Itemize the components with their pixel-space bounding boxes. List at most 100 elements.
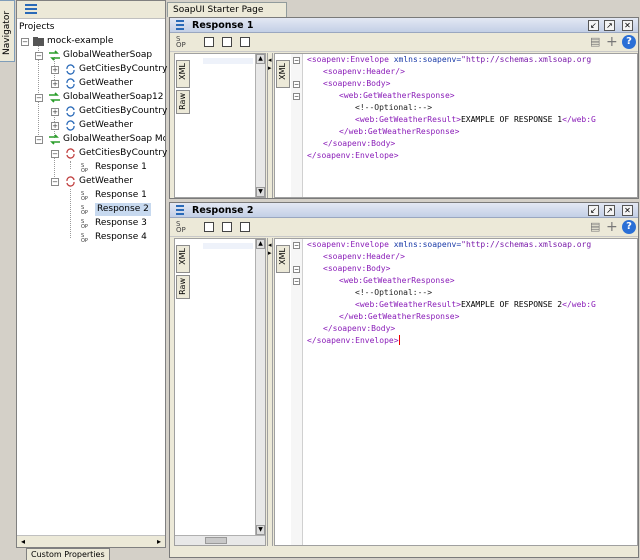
- format-icon[interactable]: [204, 37, 214, 47]
- format-icon[interactable]: [204, 222, 214, 232]
- response-icon: SOP: [81, 219, 88, 229]
- fold-gutter: − − −: [291, 54, 303, 197]
- pane-divider[interactable]: ◂ ▸: [267, 238, 273, 546]
- response-1-xml-editor[interactable]: XML − − − <soapenv:Envelope xmlns:soapen…: [274, 53, 638, 198]
- fold-icon[interactable]: −: [293, 242, 300, 249]
- tree-item-interface[interactable]: − GlobalWeatherSoap: [19, 49, 159, 62]
- tab-xml[interactable]: XML: [276, 60, 290, 88]
- cycle-icon: [66, 78, 75, 89]
- tab-raw[interactable]: Raw: [176, 275, 190, 299]
- response-1-titlebar[interactable]: Response 1 ↙ ↗ ✕: [170, 18, 638, 33]
- fold-icon[interactable]: −: [293, 81, 300, 88]
- svg-text:OP: OP: [81, 196, 88, 201]
- collapse-icon[interactable]: −: [35, 94, 43, 102]
- collapse-icon[interactable]: −: [35, 136, 43, 144]
- fold-icon[interactable]: −: [293, 57, 300, 64]
- side-pane-scrollbar[interactable]: ▲ ▼: [255, 54, 265, 197]
- scroll-thumb[interactable]: [205, 537, 227, 544]
- expand-icon[interactable]: +: [51, 80, 59, 88]
- fold-icon[interactable]: −: [293, 278, 300, 285]
- tree-item-operation[interactable]: + GetCitiesByCountry: [19, 63, 167, 76]
- tab-xml[interactable]: XML: [176, 60, 190, 88]
- divider-right-icon[interactable]: ▸: [268, 64, 272, 72]
- expand-icon[interactable]: +: [51, 66, 59, 74]
- collapse-icon[interactable]: −: [51, 150, 59, 158]
- tree-item-operation[interactable]: + GetCitiesByCountry: [19, 105, 167, 118]
- xml-line: <soapenv:Header/>: [323, 67, 405, 76]
- scroll-down-icon[interactable]: ▼: [256, 525, 265, 535]
- custom-properties-tab[interactable]: Custom Properties: [26, 548, 110, 560]
- info-icon[interactable]: [240, 37, 250, 47]
- xml-line: <soapenv:Body>: [323, 264, 391, 273]
- maximize-icon[interactable]: ↗: [604, 205, 615, 216]
- attachment-icon[interactable]: ▤: [590, 35, 601, 48]
- tree-item-interface[interactable]: − GlobalWeatherSoap12: [19, 91, 164, 104]
- expand-icon[interactable]: +: [51, 122, 59, 130]
- help-icon[interactable]: ?: [622, 35, 636, 49]
- tab-xml[interactable]: XML: [176, 245, 190, 273]
- scroll-down-icon[interactable]: ▼: [256, 187, 265, 197]
- divider-right-icon[interactable]: ▸: [268, 249, 272, 257]
- response-2-xml-editor[interactable]: XML − − − <soapenv:Envelope xmlns:soapen…: [274, 238, 638, 546]
- close-icon[interactable]: ✕: [622, 20, 633, 31]
- scroll-right-icon[interactable]: ▸: [156, 537, 161, 546]
- help-icon[interactable]: ?: [622, 220, 636, 234]
- xml-line: <soapenv:Envelope xmlns:soapenv="http://…: [307, 240, 592, 249]
- list-view-icon[interactable]: [25, 4, 37, 14]
- scroll-up-icon[interactable]: ▲: [256, 239, 265, 249]
- add-icon[interactable]: +: [606, 34, 618, 50]
- collapse-icon[interactable]: −: [51, 178, 59, 186]
- collapse-icon[interactable]: −: [21, 38, 29, 46]
- collapse-icon[interactable]: −: [35, 52, 43, 60]
- side-pane-horizontal-scrollbar[interactable]: [175, 535, 265, 545]
- minimize-icon[interactable]: ↙: [588, 205, 599, 216]
- split-view-icon[interactable]: [222, 37, 232, 47]
- tab-raw[interactable]: Raw: [176, 90, 190, 114]
- info-icon[interactable]: [240, 222, 250, 232]
- add-icon[interactable]: +: [606, 219, 618, 235]
- response-2-titlebar[interactable]: Response 2 ↙ ↗ ✕: [170, 203, 638, 218]
- xml-line: <soapenv:Header/>: [323, 252, 405, 261]
- side-pane-scrollbar[interactable]: ▲ ▼: [255, 239, 265, 535]
- divider-left-icon[interactable]: ◂: [268, 241, 272, 249]
- tree-horizontal-scrollbar[interactable]: ◂ ▸: [17, 535, 165, 547]
- xml-line: </soapenv:Body>: [323, 139, 396, 148]
- fold-icon[interactable]: −: [293, 266, 300, 273]
- tree-item-mock-service[interactable]: − GlobalWeatherSoap Mo: [19, 133, 165, 146]
- tab-xml[interactable]: XML: [276, 245, 290, 273]
- svg-text:S: S: [81, 163, 84, 169]
- maximize-icon[interactable]: ↗: [604, 20, 615, 31]
- svg-text:OP: OP: [81, 168, 88, 173]
- pane-divider[interactable]: ◂ ▸: [267, 53, 273, 198]
- tree-item-mock-example[interactable]: − mock-example: [19, 35, 159, 48]
- close-icon[interactable]: ✕: [622, 205, 633, 216]
- fold-icon[interactable]: −: [293, 93, 300, 100]
- scroll-left-icon[interactable]: ◂: [20, 537, 25, 546]
- expand-icon[interactable]: +: [51, 108, 59, 116]
- arrows-icon: [49, 50, 60, 61]
- attachment-icon[interactable]: ▤: [590, 220, 601, 233]
- response-2-side-pane: XML Raw ▲ ▼: [174, 238, 266, 546]
- tree-item-mock-operation[interactable]: − GetCitiesByCountry: [19, 147, 167, 160]
- divider-left-icon[interactable]: ◂: [268, 56, 272, 64]
- navigator-tab[interactable]: Navigator: [0, 0, 15, 62]
- tree-item-label: GetWeather: [79, 78, 133, 88]
- tree-item-mock-operation[interactable]: − GetWeather: [19, 175, 159, 188]
- tab-soapui-starter-page[interactable]: SoapUI Starter Page: [167, 2, 287, 17]
- tree-item-label: Response 4: [95, 232, 147, 242]
- scroll-up-icon[interactable]: ▲: [256, 54, 265, 64]
- split-view-icon[interactable]: [222, 222, 232, 232]
- minimize-icon[interactable]: ↙: [588, 20, 599, 31]
- svg-text:S: S: [81, 205, 84, 211]
- tree-item-operation[interactable]: + GetWeather: [19, 77, 159, 90]
- tree-item-operation[interactable]: + GetWeather: [19, 119, 159, 132]
